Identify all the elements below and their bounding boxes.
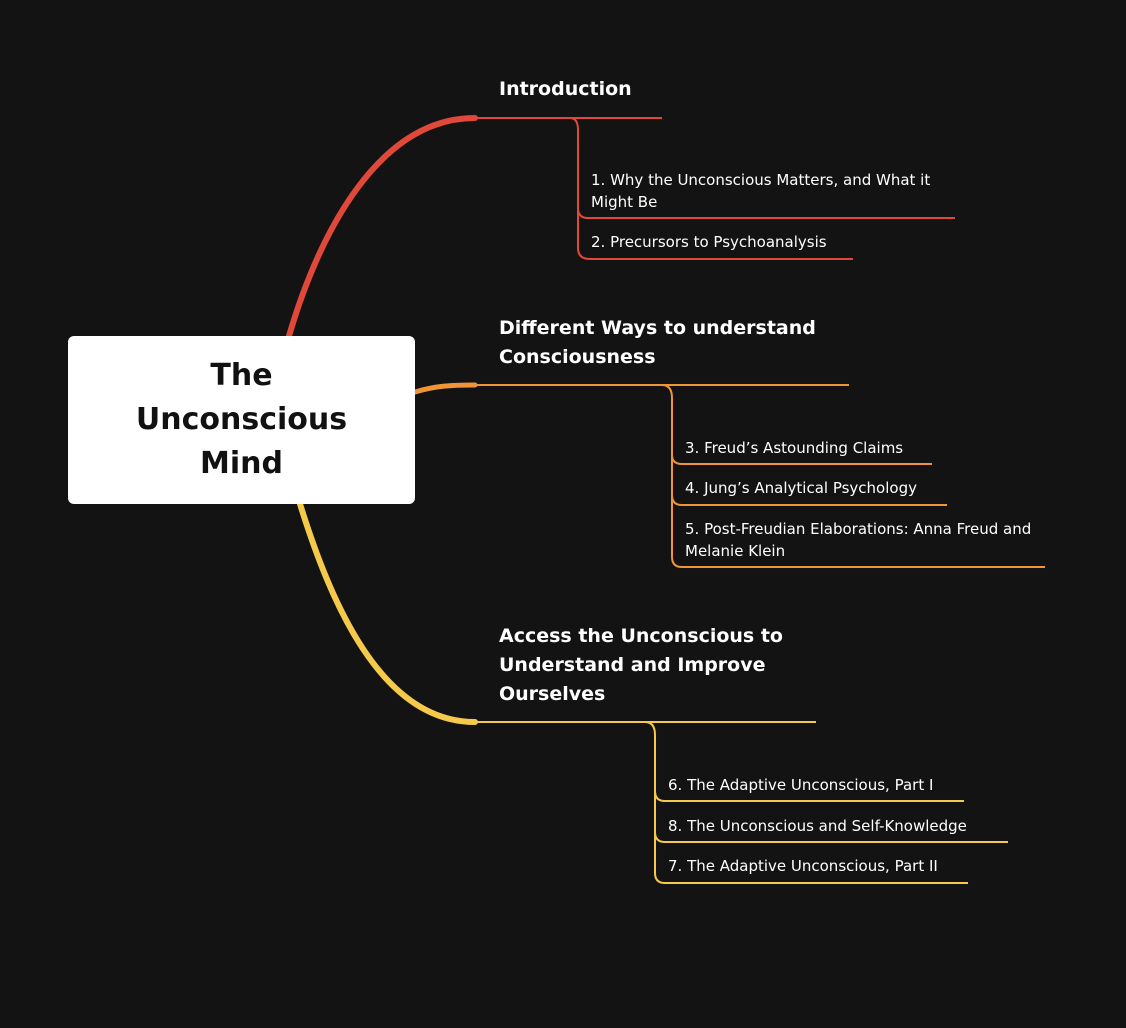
connector-access-child-7	[654, 825, 968, 884]
topic-4[interactable]: 4. Jung’s Analytical Psychology	[685, 479, 917, 497]
branch-different-ways[interactable]: Different Ways to understand Consciousne…	[499, 317, 816, 368]
connector-root-ways	[412, 382, 478, 395]
topic-5[interactable]: 5. Post-Freudian Elaborations: Anna Freu…	[685, 520, 1032, 560]
branch-access-unconscious[interactable]: Access the Unconscious to Understand and…	[499, 625, 783, 705]
connector-root-introduction	[286, 115, 478, 339]
topic-7[interactable]: 7. The Adaptive Unconscious, Part II	[668, 857, 938, 875]
topic-1[interactable]: 1. Why the Unconscious Matters, and What…	[591, 171, 931, 211]
topic-6[interactable]: 6. The Adaptive Unconscious, Part I	[668, 776, 934, 794]
connector-introduction-child-2	[577, 200, 853, 260]
root-node[interactable]: The Unconscious Mind	[68, 336, 415, 504]
topic-8[interactable]: 8. The Unconscious and Self-Knowledge	[668, 817, 967, 835]
connector-ways-child-5	[671, 490, 1045, 568]
connector-root-access	[297, 501, 478, 725]
branch-introduction[interactable]: Introduction	[499, 78, 632, 100]
root-title: The Unconscious Mind	[135, 358, 348, 481]
topic-3[interactable]: 3. Freud’s Astounding Claims	[685, 439, 904, 457]
topic-2[interactable]: 2. Precursors to Psychoanalysis	[591, 233, 827, 251]
